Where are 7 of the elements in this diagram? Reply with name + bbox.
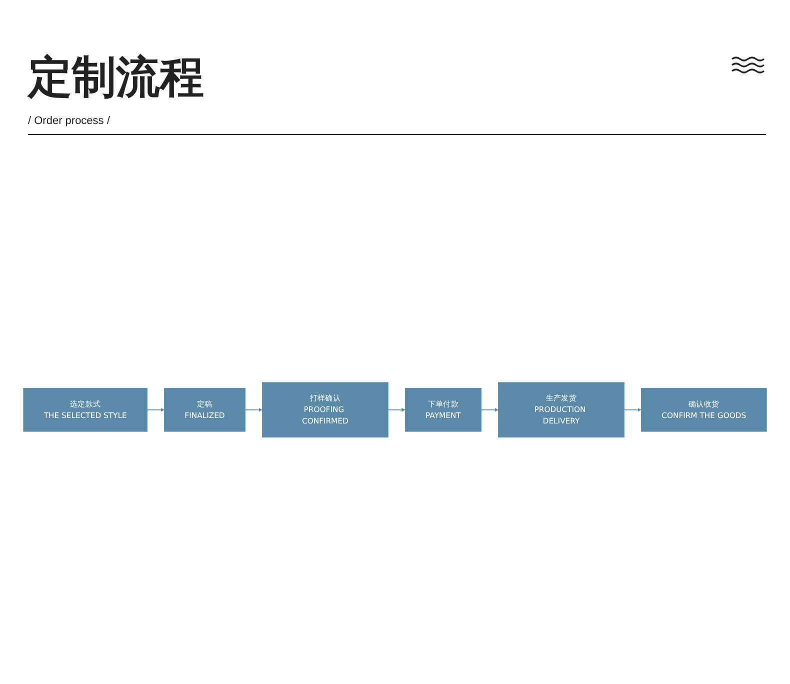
arrow: [624, 408, 642, 412]
arrow: [388, 408, 406, 412]
arrow: [244, 408, 262, 412]
arrow: [146, 408, 164, 412]
arrow: [480, 408, 498, 412]
subtitle: / Order process /: [28, 115, 110, 127]
title: 定制流程: [28, 51, 204, 105]
